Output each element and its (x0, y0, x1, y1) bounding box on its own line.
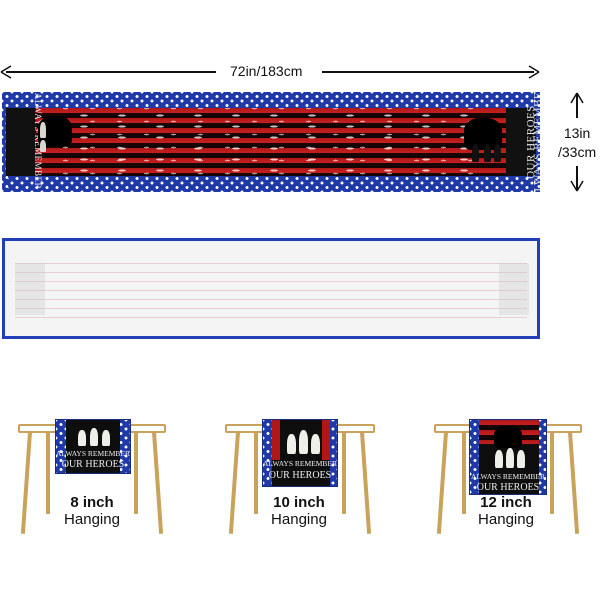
hanging-text-8-line1: ALWAYS REMEMBER (56, 449, 130, 458)
width-line-top (576, 93, 578, 118)
length-line-right (322, 71, 534, 73)
hanging-caption-8: Hanging (64, 511, 120, 528)
hanging-text-10-line2: OUR HEROES (268, 470, 332, 481)
end-panel-right (506, 108, 536, 176)
hanging-label-8: 8 inch Hanging (40, 494, 144, 528)
end-panel-left (6, 108, 36, 176)
down-arrow-icon (570, 180, 584, 192)
soldier-silhouette-12 (494, 426, 522, 448)
star-border-right (534, 92, 540, 192)
hanging-runner-10-stripe (272, 420, 280, 460)
hanging-size-8: 8 inch (70, 494, 114, 511)
star-border-top (2, 92, 540, 110)
table-leg-right (152, 431, 164, 534)
hanging-runner-10-stripe2 (322, 420, 330, 460)
figure-8-3 (102, 430, 110, 446)
bleed-through-left (15, 263, 45, 315)
hanging-runner-10: ALWAYS REMEMBER OUR HEROES (262, 419, 338, 487)
distressed-texture (62, 108, 482, 176)
figure-10-1 (287, 434, 296, 454)
width-line-bottom (576, 166, 578, 190)
star-border-left (2, 92, 8, 192)
hanging-text-10-line1: ALWAYS REMEMBER (263, 459, 337, 468)
hanging-text-12-line2: OUR HEROES (476, 482, 540, 493)
hanging-runner-12: ALWAYS REMEMBER OUR HEROES (469, 419, 547, 495)
runner-text-right-2: OUR HEROES (525, 105, 537, 179)
hanging-label-10: 10 inch Hanging (247, 494, 351, 528)
hanging-size-12: 12 inch (480, 494, 532, 511)
figure-12-1 (495, 450, 503, 468)
soldier-figure-left-2 (40, 140, 46, 152)
table-leg-inner-right (342, 432, 346, 514)
table-leg-inner-left (254, 432, 258, 514)
hanging-size-10: 10 inch (273, 494, 325, 511)
hanging-text-8-line2: OUR HEROES (61, 459, 125, 470)
length-line-left (6, 71, 216, 73)
hanging-runner-8: ALWAYS REMEMBER OUR HEROES (55, 419, 131, 474)
table-leg-inner-right (550, 432, 554, 514)
figure-12-2 (506, 448, 514, 468)
bleed-through-right (499, 263, 529, 315)
left-arrow-icon (0, 65, 12, 79)
table-leg-right (360, 431, 372, 534)
figure-8-2 (90, 428, 98, 446)
faint-stripes (15, 255, 527, 323)
hanging-text-12-line1: ALWAYS REMEMBER (471, 472, 545, 481)
width-label: 13in /33cm (558, 125, 597, 160)
soldier-figure-right-1 (472, 144, 479, 162)
runner-text-right-line2: OUR HEROES (524, 105, 537, 179)
table-leg-inner-left (462, 432, 466, 514)
table-leg-inner-left (46, 432, 50, 514)
table-leg-right (568, 431, 580, 534)
right-arrow-icon (528, 65, 540, 79)
figure-12-3 (517, 450, 525, 468)
table-leg-left (436, 431, 448, 534)
length-label: 72in/183cm (230, 63, 303, 79)
figure-10-2 (299, 430, 308, 454)
figure-10-3 (311, 434, 320, 454)
soldier-figure-right-2 (484, 144, 491, 162)
table-leg-inner-right (134, 432, 138, 514)
figure-8-1 (78, 430, 86, 446)
star-border-bottom (2, 174, 540, 192)
soldier-figure-left-1 (40, 122, 46, 138)
table-runner-front: ALWAYS REMEMBER ALWAYS REMEMBER OUR HERO… (2, 92, 540, 192)
hanging-caption-10: Hanging (271, 511, 327, 528)
hanging-caption-12: Hanging (478, 511, 534, 528)
soldier-figure-right-3 (494, 144, 501, 162)
table-runner-back (2, 238, 540, 339)
table-leg-left (20, 431, 32, 534)
hanging-label-12: 12 inch Hanging (454, 494, 558, 528)
table-leg-left (228, 431, 240, 534)
